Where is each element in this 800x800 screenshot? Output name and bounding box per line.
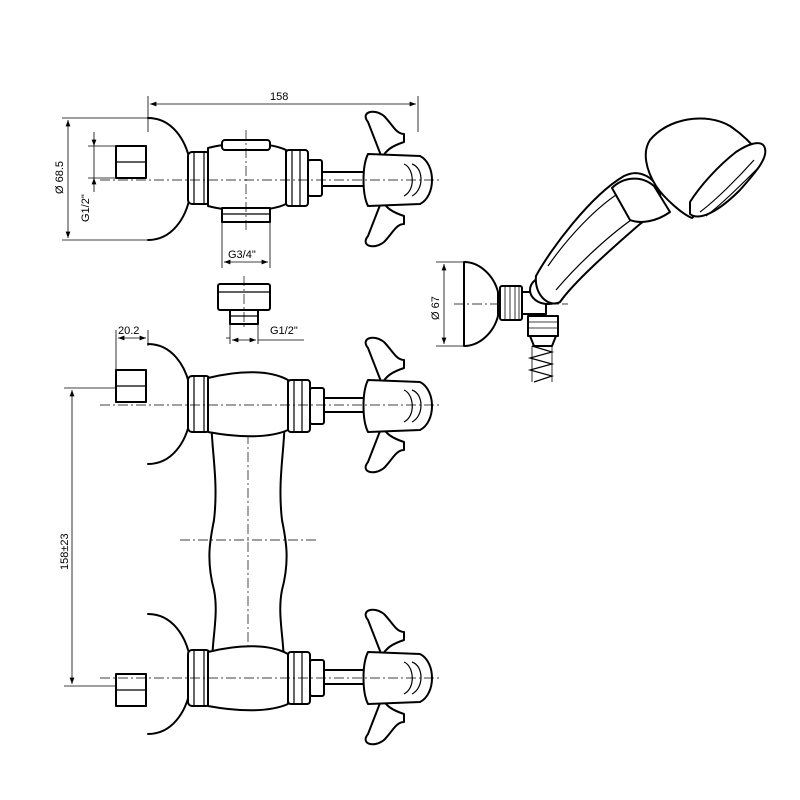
upper-valve [100, 336, 440, 474]
adapter-fitting: G1/2" [217, 276, 304, 344]
hand-shower: Ø 67 [430, 117, 767, 383]
front-view: 20.2 158±23 [59, 325, 440, 746]
dim-outlet-thread: G3/4" [228, 249, 256, 261]
dim-inlet-thread: G1/2" [80, 194, 92, 222]
top-view: 158 Ø 68.5 [54, 91, 440, 268]
dim-stub-length: 20.2 [118, 325, 139, 337]
lower-valve [100, 608, 440, 746]
dim-center-distance: 158±23 [59, 533, 71, 570]
dim-flange-diameter: Ø 68.5 [54, 161, 66, 194]
dim-holder-diameter: Ø 67 [430, 296, 442, 320]
dim-adapter-thread: G1/2" [270, 325, 298, 337]
dim-overall-width: 158 [270, 91, 288, 103]
